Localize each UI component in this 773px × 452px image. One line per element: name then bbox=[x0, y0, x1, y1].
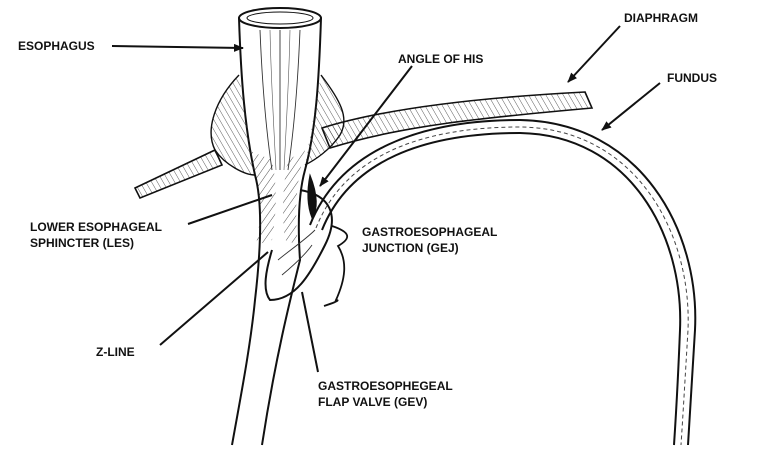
label-gej-line1: GASTROESOPHAGEAL bbox=[362, 224, 497, 240]
label-gej-line2: JUNCTION (GEJ) bbox=[362, 240, 497, 256]
label-angle-of-his: ANGLE OF HIS bbox=[398, 51, 483, 67]
phrenoesophageal-tissue bbox=[211, 75, 344, 175]
diaphragm-arrow bbox=[568, 26, 620, 82]
label-gev-line2: FLAP VALVE (GEV) bbox=[318, 394, 453, 410]
label-zline: Z-LINE bbox=[96, 344, 135, 360]
leader-lines bbox=[112, 26, 660, 372]
diaphragm-left-band bbox=[135, 150, 222, 198]
label-diaphragm: DIAPHRAGM bbox=[624, 10, 698, 26]
label-les: LOWER ESOPHAGEAL SPHINCTER (LES) bbox=[30, 219, 162, 251]
diaphragm-right-band bbox=[322, 92, 592, 148]
label-esophagus: ESOPHAGUS bbox=[18, 38, 95, 54]
label-les-line1: LOWER ESOPHAGEAL bbox=[30, 219, 162, 235]
label-gev-line1: GASTROESOPHEGEAL bbox=[318, 378, 453, 394]
esophagus-tube bbox=[232, 8, 321, 445]
fundus-arrow bbox=[602, 83, 660, 130]
label-gej: GASTROESOPHAGEAL JUNCTION (GEJ) bbox=[362, 224, 497, 256]
label-fundus: FUNDUS bbox=[667, 70, 717, 86]
label-les-line2: SPHINCTER (LES) bbox=[30, 235, 162, 251]
label-gev: GASTROESOPHEGEAL FLAP VALVE (GEV) bbox=[318, 378, 453, 410]
esophagus-arrow bbox=[112, 46, 243, 48]
gev-leader bbox=[302, 292, 318, 372]
